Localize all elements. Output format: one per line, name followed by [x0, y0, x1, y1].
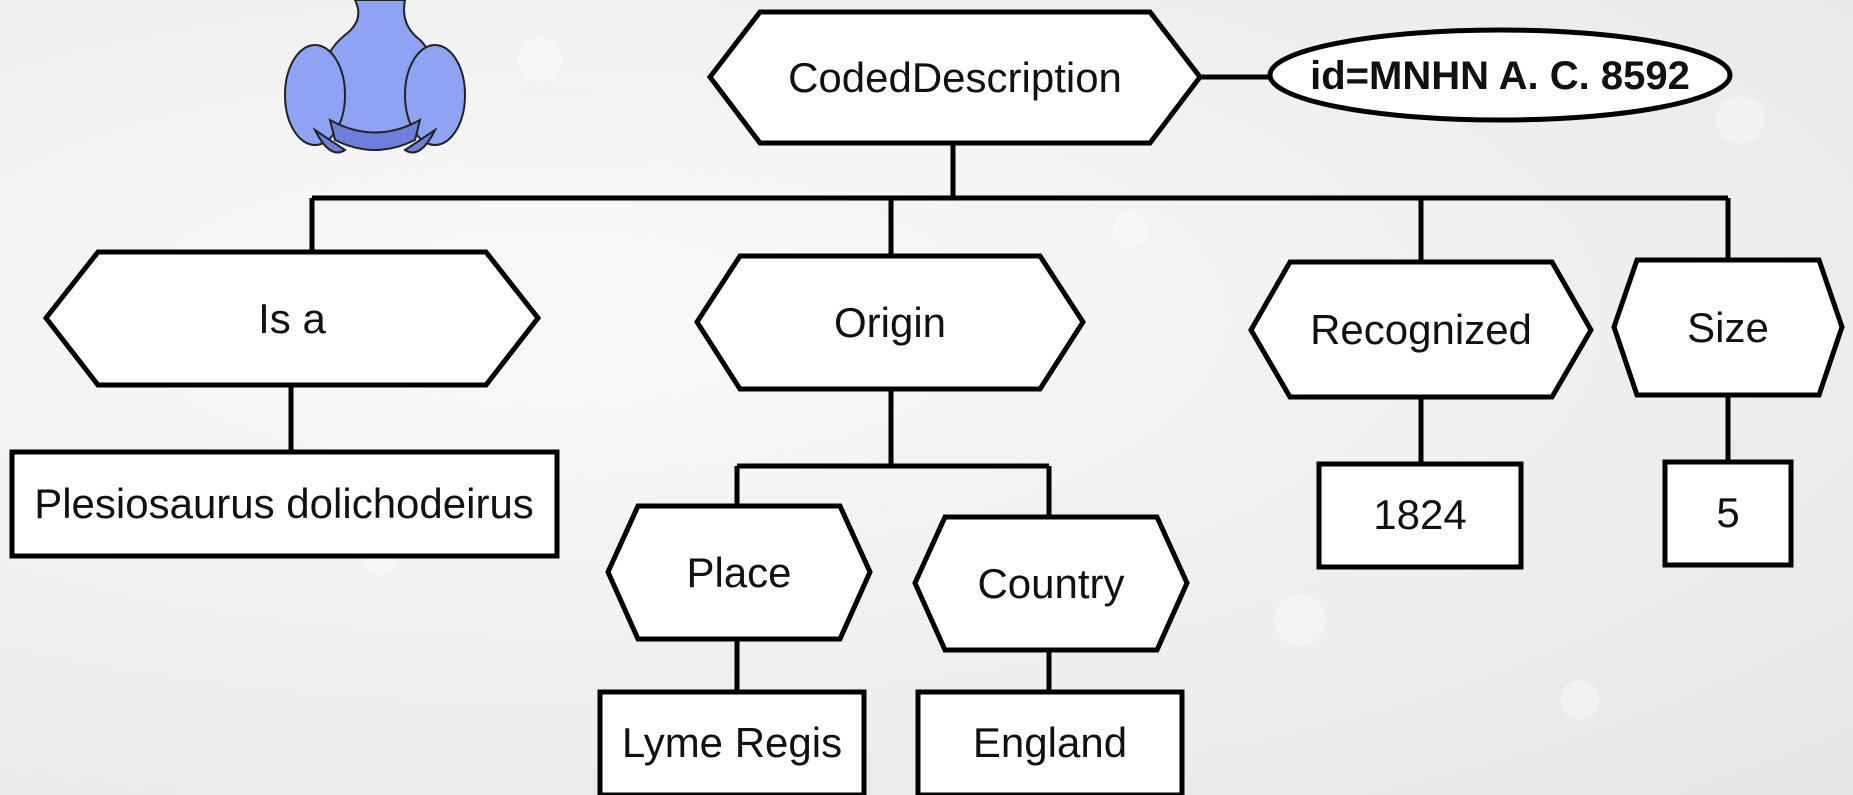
plesiosaur-mascot-icon: [284, 0, 466, 154]
value-node-country: England: [915, 689, 1185, 795]
value-label: Lyme Regis: [622, 719, 842, 766]
category-node-size: Size: [1611, 257, 1845, 398]
value-node-size: 5: [1662, 459, 1794, 568]
category-label: Size: [1687, 304, 1769, 351]
subcategory-node-place: Place: [605, 503, 873, 642]
value-label: Plesiosaurus dolichodeirus: [34, 480, 534, 527]
connector-lines: [288, 74, 1731, 692]
value-node-place: Lyme Regis: [597, 689, 867, 795]
id-label: id=MNHN A. C. 8592: [1310, 54, 1690, 98]
value-label: England: [973, 719, 1127, 766]
root-label: CodedDescription: [788, 54, 1122, 101]
subcategory-label: Country: [977, 560, 1124, 607]
background-bubbles: [364, 38, 1764, 720]
category-label: Is a: [258, 295, 326, 342]
value-label: 5: [1716, 489, 1739, 536]
value-label: 1824: [1373, 491, 1466, 538]
category-label: Origin: [834, 299, 946, 346]
root-node: CodedDescription: [706, 9, 1204, 146]
category-node-recognized: Recognized: [1248, 259, 1594, 400]
subcategory-node-country: Country: [912, 514, 1190, 653]
category-node-is-a: Is a: [42, 249, 542, 388]
id-oval: id=MNHN A. C. 8592: [1267, 27, 1733, 123]
value-node-species: Plesiosaurus dolichodeirus: [9, 449, 560, 559]
subcategory-label: Place: [686, 549, 791, 596]
category-label: Recognized: [1310, 306, 1532, 353]
value-node-year: 1824: [1316, 461, 1524, 570]
category-node-origin: Origin: [694, 253, 1086, 392]
